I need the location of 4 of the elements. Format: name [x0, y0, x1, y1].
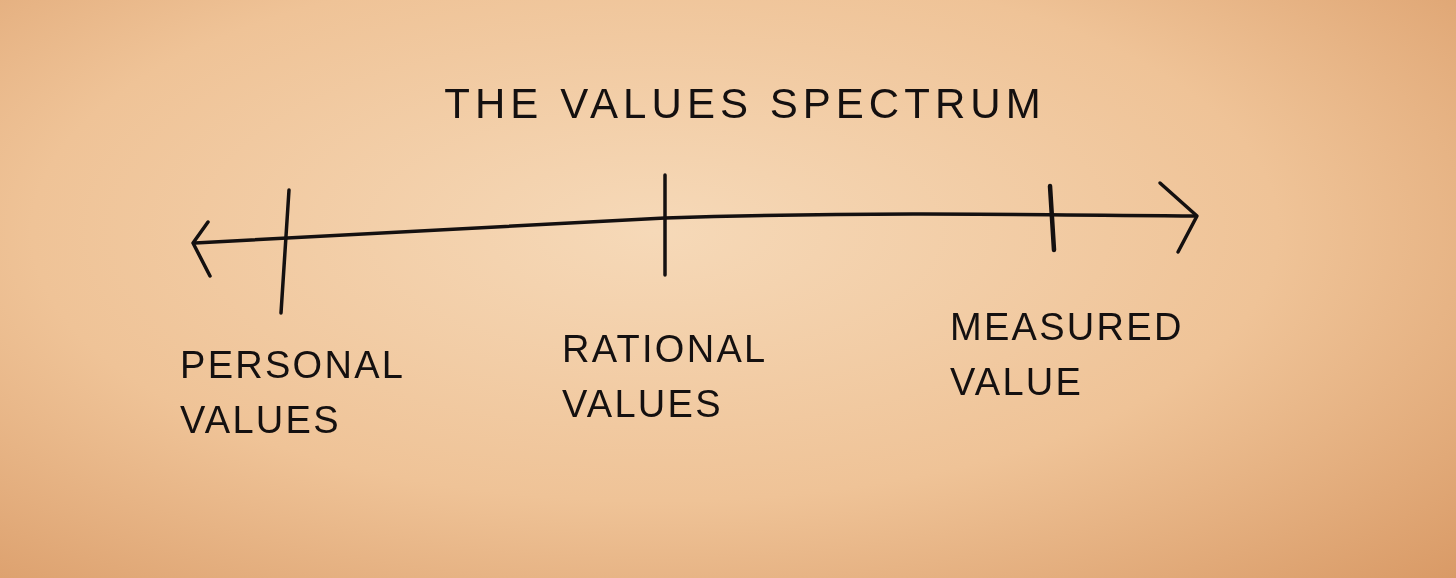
- spectrum-label: MEASURED VALUE: [950, 305, 1185, 406]
- spectrum-label: PERSONAL VALUES: [180, 343, 405, 444]
- spectrum-label: RATIONAL VALUES: [562, 327, 768, 428]
- title: THE VALUES SPECTRUM: [443, 79, 1047, 129]
